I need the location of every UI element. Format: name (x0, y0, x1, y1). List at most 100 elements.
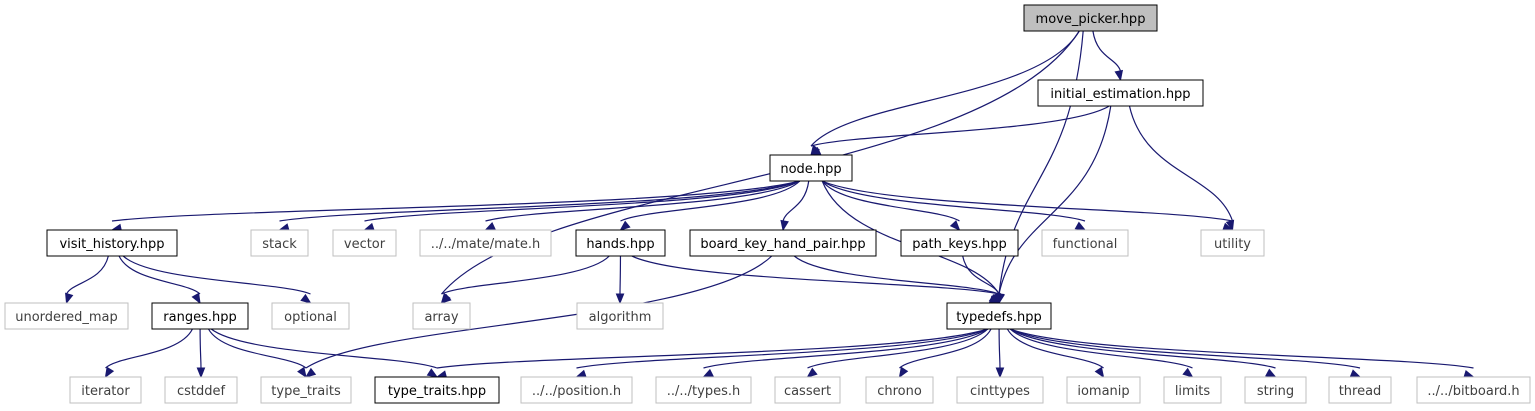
node-types: ../../types.h (655, 376, 752, 404)
node-label-typedefs: typedefs.hpp (956, 310, 1042, 325)
node-label-optional: optional (284, 310, 337, 325)
edge-typedefs-to-types (703, 328, 989, 369)
node-functional: functional (1041, 229, 1129, 257)
edge-initial-estimation-to-typedefs (998, 105, 1112, 295)
edge-board-key-to-typedefs (793, 255, 1000, 295)
node-label-cinttypes: cinttypes (970, 384, 1030, 399)
node-box-mate (419, 229, 552, 257)
node-label-vector: vector (344, 237, 386, 252)
edge-ranges-to-iterator (105, 328, 193, 369)
edge-initial-estimation-to-node (810, 105, 1110, 147)
edge-path-keys-to-typedefs (962, 255, 1000, 295)
node-initial-estimation[interactable]: initial_estimation.hpp (1037, 79, 1204, 107)
edge-visit-history-to-optional (122, 255, 311, 295)
node-label-hands: hands.hpp (586, 237, 654, 252)
node-box-ranges (151, 302, 249, 330)
node-box-position (520, 376, 633, 404)
edge-initial-estimation-to-utility (1128, 105, 1234, 222)
arrowhead-typedefs-to-limits (1182, 367, 1194, 378)
node-box-visit-history (46, 229, 178, 257)
node-type-traits-hpp[interactable]: type_traits.hpp (374, 376, 500, 404)
node-box-functional (1041, 229, 1129, 257)
node-hands[interactable]: hands.hpp (575, 229, 666, 257)
arrowhead-ranges-to-type-traits (297, 366, 307, 379)
node-box-move-picker (1023, 4, 1158, 32)
node-typedefs[interactable]: typedefs.hpp (946, 302, 1052, 330)
node-bitboard: ../../bitboard.h (1416, 376, 1531, 404)
node-board-key[interactable]: board_key_hand_pair.hpp (689, 229, 877, 257)
node-visit-history[interactable]: visit_history.hpp (46, 229, 178, 257)
node-iterator: iterator (69, 376, 142, 404)
node-move-picker[interactable]: move_picker.hpp (1023, 4, 1158, 32)
edge-node-to-board-key (782, 180, 810, 222)
node-box-cinttypes (956, 376, 1044, 404)
node-box-string (1244, 376, 1307, 404)
node-label-bitboard: ../../bitboard.h (1427, 384, 1519, 399)
edge-typedefs-to-bitboard (1009, 328, 1474, 369)
node-label-cassert: cassert (784, 384, 831, 399)
node-box-board-key (689, 229, 877, 257)
arrowhead-node-to-path-keys (949, 220, 961, 231)
edge-typedefs-to-cinttypes (998, 328, 1001, 369)
node-label-node: node.hpp (780, 162, 841, 177)
node-cstddef: cstddef (164, 376, 238, 404)
edge-typedefs-to-chrono (899, 328, 992, 369)
node-label-visit-history: visit_history.hpp (59, 237, 164, 252)
edge-typedefs-to-iomanip (1006, 328, 1104, 369)
node-cassert: cassert (774, 376, 841, 404)
node-label-position: ../../position.h (532, 384, 621, 399)
node-box-limits (1163, 376, 1222, 404)
edge-hands-to-typedefs (631, 255, 1000, 295)
node-label-algorithm: algorithm (589, 310, 652, 325)
edge-node-to-vector (364, 180, 801, 222)
edge-node-to-hands (620, 180, 801, 222)
edge-visit-history-to-ranges (118, 255, 201, 295)
edge-node-to-functional (821, 180, 1086, 222)
arrowhead-hands-to-array (440, 293, 452, 304)
node-iomanip: iomanip (1066, 376, 1141, 404)
node-mate: ../../mate/mate.h (419, 229, 552, 257)
arrowhead-typedefs-to-thread (1349, 369, 1362, 378)
node-label-cstddef: cstddef (177, 384, 226, 399)
edge-node-to-visit-history (111, 180, 800, 222)
node-ranges[interactable]: ranges.hpp (151, 302, 249, 330)
edge-typedefs-to-type-traits-hpp (436, 328, 988, 369)
node-box-unordered-map (4, 302, 129, 330)
node-box-algorithm (576, 302, 664, 330)
node-label-path-keys: path_keys.hpp (912, 237, 1006, 252)
node-label-thread: thread (1339, 384, 1382, 399)
node-optional: optional (271, 302, 350, 330)
edge-node-to-path-keys (821, 180, 960, 222)
node-box-iterator (69, 376, 142, 404)
node-box-utility (1200, 229, 1265, 257)
node-box-iomanip (1066, 376, 1141, 404)
node-box-types (655, 376, 752, 404)
node-limits: limits (1163, 376, 1222, 404)
node-label-chrono: chrono (877, 384, 922, 399)
node-vector: vector (332, 229, 397, 257)
node-label-move-picker: move_picker.hpp (1036, 12, 1146, 27)
node-type-traits: type_traits (260, 376, 352, 404)
arrowhead-typedefs-to-cinttypes (995, 367, 1005, 379)
edge-node-to-utility (821, 180, 1233, 222)
node-box-initial-estimation (1037, 79, 1204, 107)
arrowhead-initial-estimation-to-utility (1225, 219, 1235, 232)
node-utility: utility (1200, 229, 1265, 257)
arrowhead-move-picker-to-initial-estimation (1114, 69, 1124, 82)
arrowhead-visit-history-to-unordered-map (65, 292, 74, 305)
arrowhead-board-key-to-type-traits (304, 367, 317, 378)
node-box-array (412, 302, 471, 330)
node-label-types: ../../types.h (667, 384, 740, 399)
arrowhead-typedefs-to-chrono (898, 366, 909, 379)
arrowhead-typedefs-to-string (1265, 368, 1277, 378)
node-position: ../../position.h (520, 376, 633, 404)
node-label-type-traits: type_traits (271, 384, 341, 399)
node-box-stack (250, 229, 309, 257)
node-node[interactable]: node.hpp (769, 154, 853, 182)
arrowhead-visit-history-to-ranges (191, 292, 201, 305)
node-box-type-traits (260, 376, 352, 404)
node-label-iterator: iterator (81, 384, 130, 399)
arrowhead-ranges-to-iterator (104, 366, 115, 379)
edge-ranges-to-cstddef (199, 328, 202, 369)
node-path-keys[interactable]: path_keys.hpp (900, 229, 1019, 257)
